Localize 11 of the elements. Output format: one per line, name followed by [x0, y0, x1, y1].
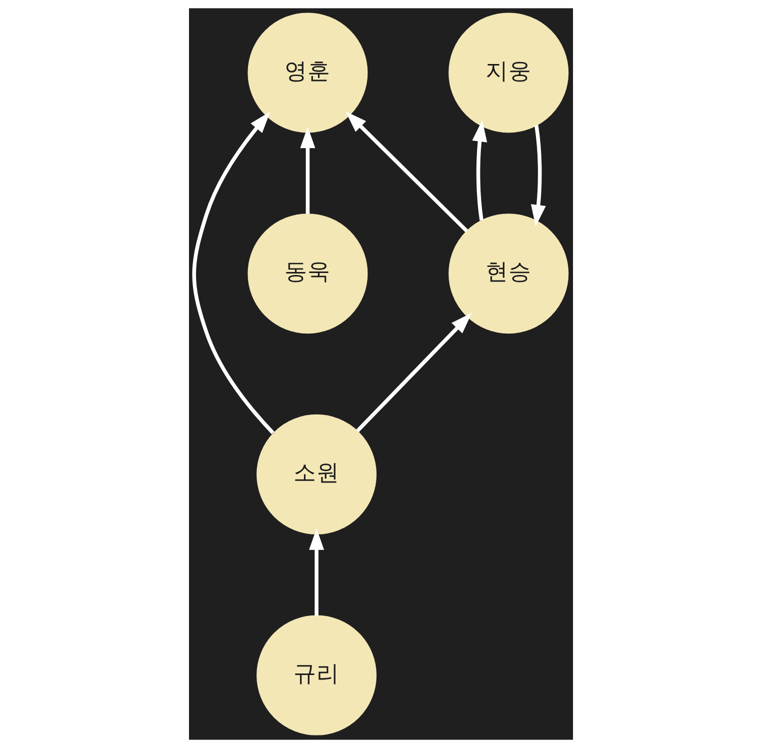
node-circle: 동욱 — [248, 214, 368, 334]
node-circle: 소원 — [256, 414, 377, 534]
arrow — [346, 111, 468, 233]
arrow — [530, 125, 546, 226]
arrow — [472, 120, 488, 220]
arrow — [300, 126, 316, 214]
arrow — [356, 312, 472, 432]
node-circle: 규리 — [256, 615, 377, 736]
arrow — [192, 112, 274, 434]
arrow — [309, 528, 324, 616]
node-circle: 지웅 — [448, 12, 569, 133]
